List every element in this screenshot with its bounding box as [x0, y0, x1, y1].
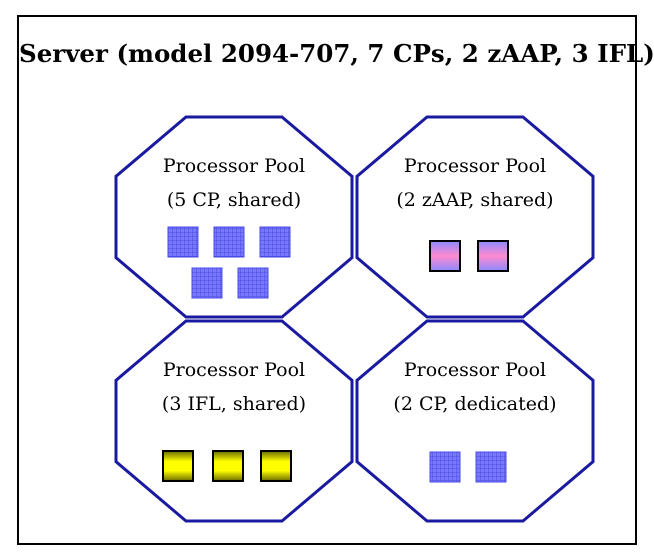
pool-title: Processor Pool: [404, 359, 546, 381]
processor-pool-zaap-shared: Processor Pool (2 zAAP, shared): [355, 115, 595, 319]
pool-subtitle: (5 CP, shared): [167, 189, 301, 211]
pool-subtitle: (2 zAAP, shared): [396, 189, 553, 211]
pool-subtitle: (2 CP, dedicated): [393, 393, 556, 415]
server-title: Server (model 2094-707, 7 CPs, 2 zAAP, 3…: [19, 39, 654, 68]
zaap-processor-chip: [477, 240, 509, 272]
processor-pool-cp-dedicated: Processor Pool (2 CP, dedicated): [355, 319, 595, 523]
pool-octagon: [114, 115, 354, 319]
processor-pool-cp-shared: Processor Pool (5 CP, shared): [114, 115, 354, 319]
pool-title: Processor Pool: [163, 359, 305, 381]
pool-octagon: [355, 115, 595, 319]
pool-octagon: [114, 319, 354, 523]
cp-processor-chip: [213, 226, 245, 258]
zaap-processor-chip: [429, 240, 461, 272]
ifl-processor-chip: [162, 450, 194, 482]
ifl-processor-chip: [260, 450, 292, 482]
cp-processor-chip: [475, 451, 507, 483]
cp-processor-chip: [191, 267, 223, 299]
cp-processor-chip: [259, 226, 291, 258]
pool-title: Processor Pool: [404, 155, 546, 177]
cp-processor-chip: [167, 226, 199, 258]
cp-processor-chip: [237, 267, 269, 299]
processor-pool-ifl-shared: Processor Pool (3 IFL, shared): [114, 319, 354, 523]
pool-subtitle: (3 IFL, shared): [162, 393, 306, 415]
cp-processor-chip: [429, 451, 461, 483]
pool-title: Processor Pool: [163, 155, 305, 177]
pool-octagon: [355, 319, 595, 523]
ifl-processor-chip: [212, 450, 244, 482]
